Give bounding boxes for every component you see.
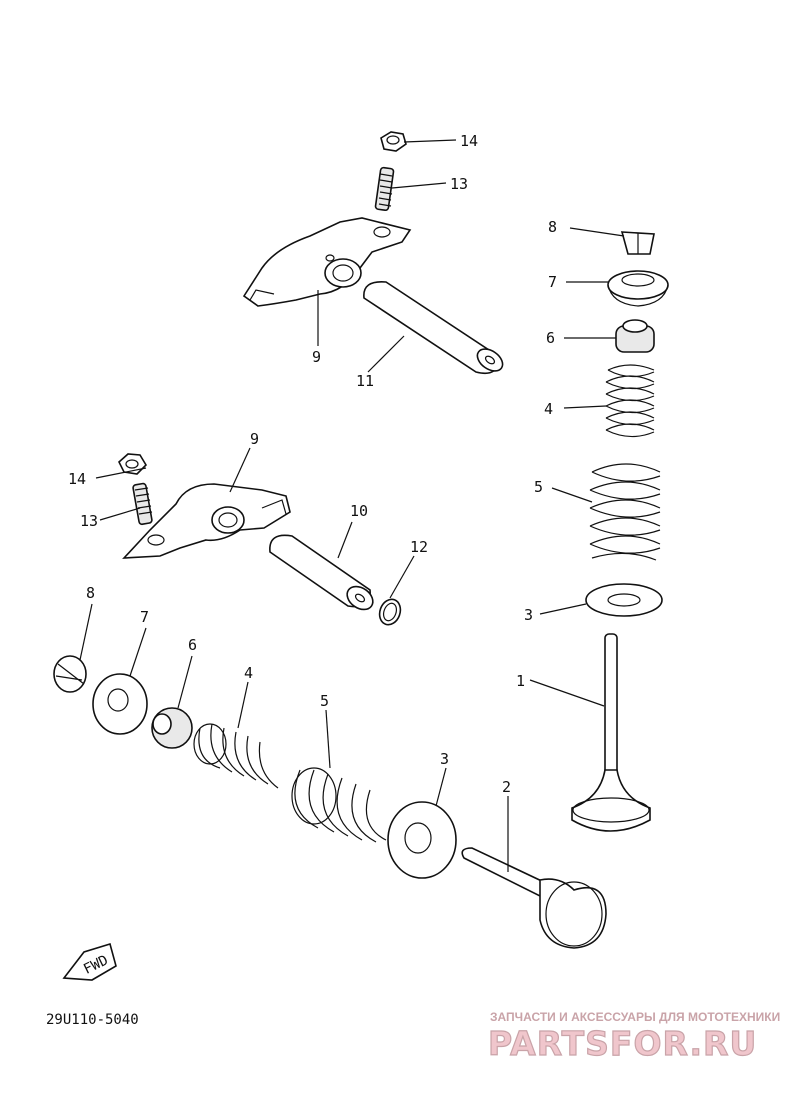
valve-stack-lower	[53, 655, 607, 949]
callout-4-right: 4	[544, 400, 553, 418]
adjusting-screw-upper	[374, 166, 395, 212]
outer-spring-lower	[291, 767, 387, 843]
valve-stack-right	[571, 231, 669, 832]
lower-rocker-assembly	[118, 453, 402, 626]
callout-10: 10	[350, 502, 368, 520]
callout-9-upper: 9	[312, 348, 321, 366]
valve-cotter-lower	[53, 655, 87, 693]
callout-9-lower: 9	[250, 430, 259, 448]
valve-exhaust	[571, 633, 651, 832]
callout-14-lower: 14	[68, 470, 86, 488]
inner-spring-right	[605, 364, 655, 438]
rocker-shaft-upper	[363, 281, 504, 375]
callout-1: 1	[516, 672, 525, 690]
callout-8-lower: 8	[86, 584, 95, 602]
rocker-shaft-lower	[269, 534, 374, 611]
spring-seat-right	[585, 583, 663, 617]
callout-3-right: 3	[524, 606, 533, 624]
callout-11: 11	[356, 372, 374, 390]
fwd-arrow: FWD	[62, 942, 117, 981]
callout-7-lower: 7	[140, 608, 149, 626]
locknut-upper	[380, 131, 407, 152]
watermark-tagline: ЗАПЧАСТИ И АКСЕССУАРЫ ДЛЯ МОТОТЕХНИКИ	[490, 1010, 780, 1024]
callout-6-right: 6	[546, 329, 555, 347]
watermark: ЗАПЧАСТИ И АКСЕССУАРЫ ДЛЯ МОТОТЕХНИКИ PA…	[487, 1010, 780, 1064]
rocker-arm-lower	[122, 483, 291, 559]
callout-4-lower: 4	[244, 664, 253, 682]
valve-intake	[461, 847, 607, 949]
adjusting-screw-lower	[132, 482, 153, 526]
callout-8-right: 8	[548, 218, 557, 236]
valve-retainer-lower	[92, 673, 148, 735]
callout-7-right: 7	[548, 273, 557, 291]
outer-spring-right	[589, 463, 661, 561]
upper-rocker-assembly	[242, 131, 504, 375]
callout-3-lower: 3	[440, 750, 449, 768]
callout-13-upper: 13	[450, 175, 468, 193]
callout-5-right: 5	[534, 478, 543, 496]
callout-numbers: 14 13 9 11 14 13 9 10 12 8 7 6 4 5 3 1 8…	[68, 132, 557, 796]
watermark-brand: PARTSFOR.RU	[488, 1024, 757, 1063]
callout-13-lower: 13	[80, 512, 98, 530]
valve-seal-right	[615, 319, 655, 353]
valve-seal-lower	[151, 707, 193, 749]
leader-lines	[79, 139, 625, 872]
inner-spring-lower	[193, 723, 279, 789]
valve-cotter-right	[620, 231, 655, 255]
callout-5-lower: 5	[320, 692, 329, 710]
callout-14-upper: 14	[460, 132, 478, 150]
o-ring	[378, 598, 402, 626]
callout-6-lower: 6	[188, 636, 197, 654]
callout-2: 2	[502, 778, 511, 796]
valve-retainer-right	[607, 270, 669, 307]
spring-seat-lower	[387, 801, 457, 879]
catalog-code: 29U110-5040	[46, 1012, 139, 1028]
callout-12: 12	[410, 538, 428, 556]
rocker-arm-upper	[242, 217, 412, 307]
